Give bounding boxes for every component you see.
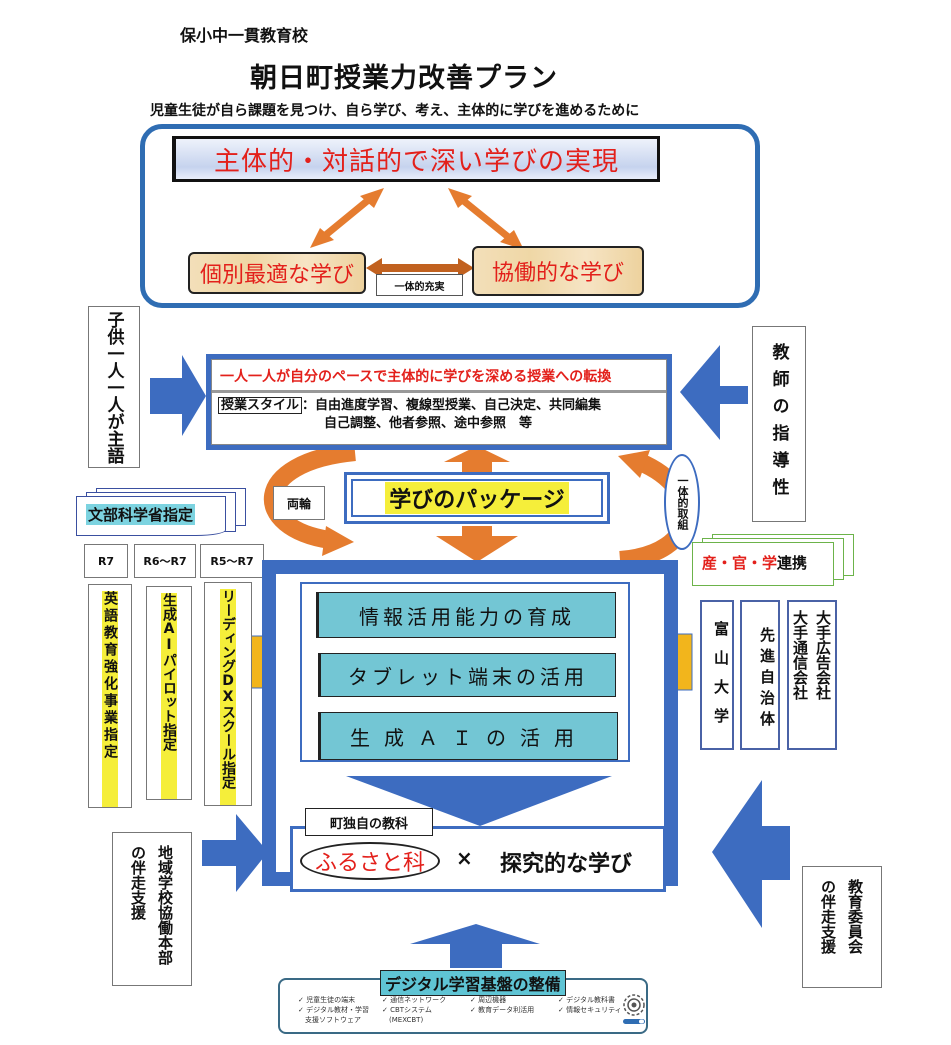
collaborative-learning-box: 協働的な学び <box>472 246 644 296</box>
orange-diagonal-arrow-left <box>310 188 384 248</box>
partner-telecom-company: 大手通信会社 <box>791 610 809 700</box>
blue-arrow-left-teacher <box>680 345 748 440</box>
digital-item: ✓ 通信ネットワーク <box>382 996 447 1004</box>
community-support-line1: 地域学校協働本部 <box>156 845 174 965</box>
partner-advanced-municipality: 先進自治体 <box>740 600 780 750</box>
orange-diagonal-arrow-right <box>448 188 524 250</box>
digital-col-1: ✓ 児童生徒の端末 ✓ デジタル教材・学習 支援ソフトウェア <box>298 995 369 1025</box>
lesson-shift-title: 一人一人が自分のペースで主体的に学びを深める授業への転換 <box>212 360 666 393</box>
digital-item: ✓ デジタル教科書 <box>558 996 615 1004</box>
ability-info-literacy: 情報活用能力の育成 <box>316 592 616 638</box>
digital-infra-title: デジタル学習基盤の整備 <box>380 970 566 996</box>
lesson-style-row: 授業スタイル：自由進度学習、複線型授業、自己決定、共同編集 自己調整、他者参照、… <box>212 393 666 437</box>
industry-collab-stack: 産・官・学連携 <box>692 534 854 586</box>
industry-collab-label: 産・官・学連携 <box>702 552 807 573</box>
furusato-subject-oval: ふるさと科 <box>300 842 440 880</box>
orange-curve-left-head <box>322 526 354 556</box>
digital-item: ✓ 教育データ利活用 <box>470 1006 535 1014</box>
digital-item: ✓ 周辺機器 <box>470 996 507 1004</box>
brown-horizontal-double-arrow <box>366 258 474 278</box>
community-support-cols: 地域学校協働本部 の伴走支援 <box>128 845 176 965</box>
digital-item: ✓ CBTシステム <box>382 1006 432 1014</box>
blue-arrow-right-community <box>202 814 268 892</box>
orange-curve-right-head <box>618 450 650 478</box>
lesson-shift-panel: 一人一人が自分のペースで主体的に学びを深める授業への転換 授業スタイル：自由進度… <box>211 359 667 445</box>
year-label-english: R7 <box>84 544 128 578</box>
industry-gov-academia: 産・官・学 <box>702 554 778 572</box>
board-support-box: 教育委員会 の伴走支援 <box>802 866 882 988</box>
blue-arrow-up-digital <box>410 924 540 968</box>
digital-item: ✓ 児童生徒の端末 <box>298 996 356 1004</box>
green-card-front <box>692 542 834 586</box>
goal-banner: 主体的・対話的で深い学びの実現 <box>172 136 660 182</box>
inquiry-learning-label: 探究的な学び <box>500 852 633 877</box>
unified-enhancement-label: 一体的充実 <box>376 274 463 296</box>
page-subtitle: 児童生徒が自ら課題を見つけ、自ら学び、考え、主体的に学びを進めるために <box>150 103 640 119</box>
collab-word: 連携 <box>777 554 808 572</box>
digital-col-2: ✓ 通信ネットワーク ✓ CBTシステム (MEXCBT) <box>382 995 446 1025</box>
mext-designation-stack: 文部科学省指定 <box>76 488 246 536</box>
orange-arrow-up <box>444 446 510 472</box>
partner-toyama-univ: 富山大学 <box>700 600 734 750</box>
learning-package-inner-border <box>351 479 603 517</box>
partner-companies-cols: 大手広告会社 大手通信会社 <box>790 610 834 700</box>
designation-dx: リーディングDXスクール指定 <box>204 582 252 806</box>
year-label-dx: R5～R7 <box>200 544 264 578</box>
orange-arrow-down <box>436 526 518 562</box>
digital-col-3: ✓ 周辺機器 ✓ 教育データ利活用 <box>470 995 534 1015</box>
settings-gear-icon <box>623 994 645 1024</box>
board-support-cols: 教育委員会 の伴走支援 <box>818 879 866 954</box>
lesson-style-label: 授業スタイル <box>218 397 303 414</box>
integrated-effort-oval: 一体的取組 <box>664 454 700 550</box>
digital-item: 支援ソフトウェア <box>298 1016 361 1024</box>
lesson-style-items-1: ：自由進度学習、複線型授業、自己決定、共同編集 <box>302 398 602 413</box>
community-support-box: 地域学校協働本部 の伴走支援 <box>112 832 192 986</box>
learning-package-label: 学びのパッケージ <box>385 482 569 514</box>
school-name: 保小中一貫教育校 <box>180 26 309 45</box>
board-support-line1: 教育委員会 <box>846 879 864 954</box>
page-title: 朝日町授業力改善プラン <box>250 63 558 94</box>
learning-package-frame: 学びのパッケージ <box>344 472 610 524</box>
designation-dx-label: リーディングDXスクール指定 <box>220 589 236 805</box>
mext-designation-label: 文部科学省指定 <box>86 504 196 525</box>
ability-genai-use: 生成ＡＩの活用 <box>318 712 618 760</box>
lesson-shift-frame: 一人一人が自分のペースで主体的に学びを深める授業への転換 授業スタイル：自由進度… <box>206 354 672 450</box>
board-support-line2: の伴走支援 <box>819 879 837 954</box>
individual-learning-box: 個別最適な学び <box>188 252 366 294</box>
partner-companies: 大手広告会社 大手通信会社 <box>787 600 837 750</box>
ability-tablet-use: タブレット端末の活用 <box>318 653 616 697</box>
designation-english: 英語教育強化事業指定 <box>88 584 132 808</box>
digital-col-4: ✓ デジタル教科書 ✓ 情報セキュリティ <box>558 995 622 1015</box>
child-subject-box: 子供一人一人が主語 <box>88 306 140 468</box>
designation-genai-label: 生成AIパイロット指定 <box>161 593 177 799</box>
town-subject-callout: 町独自の教科 <box>305 808 433 836</box>
times-symbol: × <box>456 846 473 870</box>
blue-arrow-right-child <box>150 355 206 436</box>
two-wheels-label: 両輪 <box>273 486 325 520</box>
designation-genai: 生成AIパイロット指定 <box>146 586 192 800</box>
designation-english-label: 英語教育強化事業指定 <box>102 591 118 807</box>
partner-ad-company: 大手広告会社 <box>814 610 832 700</box>
goal-frame <box>140 124 760 308</box>
lesson-style-items-2: 自己調整、他者参照、途中参照 等 <box>324 416 533 431</box>
digital-item: ✓ デジタル教材・学習 <box>298 1006 369 1014</box>
year-label-genai: R6～R7 <box>134 544 196 578</box>
teacher-guidance-box: 教師の指導性 <box>752 326 806 522</box>
blue-arrow-left-board <box>712 780 790 928</box>
digital-item: ✓ 情報セキュリティ <box>558 1006 622 1014</box>
community-support-line2: の伴走支援 <box>129 845 147 920</box>
digital-item: (MEXCBT) <box>382 1016 424 1024</box>
